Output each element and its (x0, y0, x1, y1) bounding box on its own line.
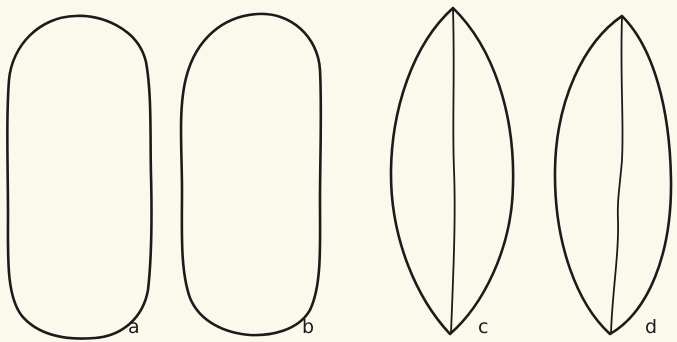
panel-b-outline (181, 14, 321, 335)
panel-d-outline (555, 16, 671, 334)
panel-a: a (7, 16, 151, 339)
panel-d-label: d (645, 316, 657, 338)
panel-d-midline (611, 17, 623, 333)
panel-a-outline (7, 16, 151, 339)
panel-a-label: a (128, 316, 140, 338)
panel-c-midline (451, 9, 455, 333)
panel-d: d (555, 16, 671, 338)
panel-c: c (391, 8, 513, 338)
panel-c-label: c (478, 316, 488, 338)
panel-b-label: b (302, 316, 314, 338)
panel-b: b (181, 14, 321, 338)
